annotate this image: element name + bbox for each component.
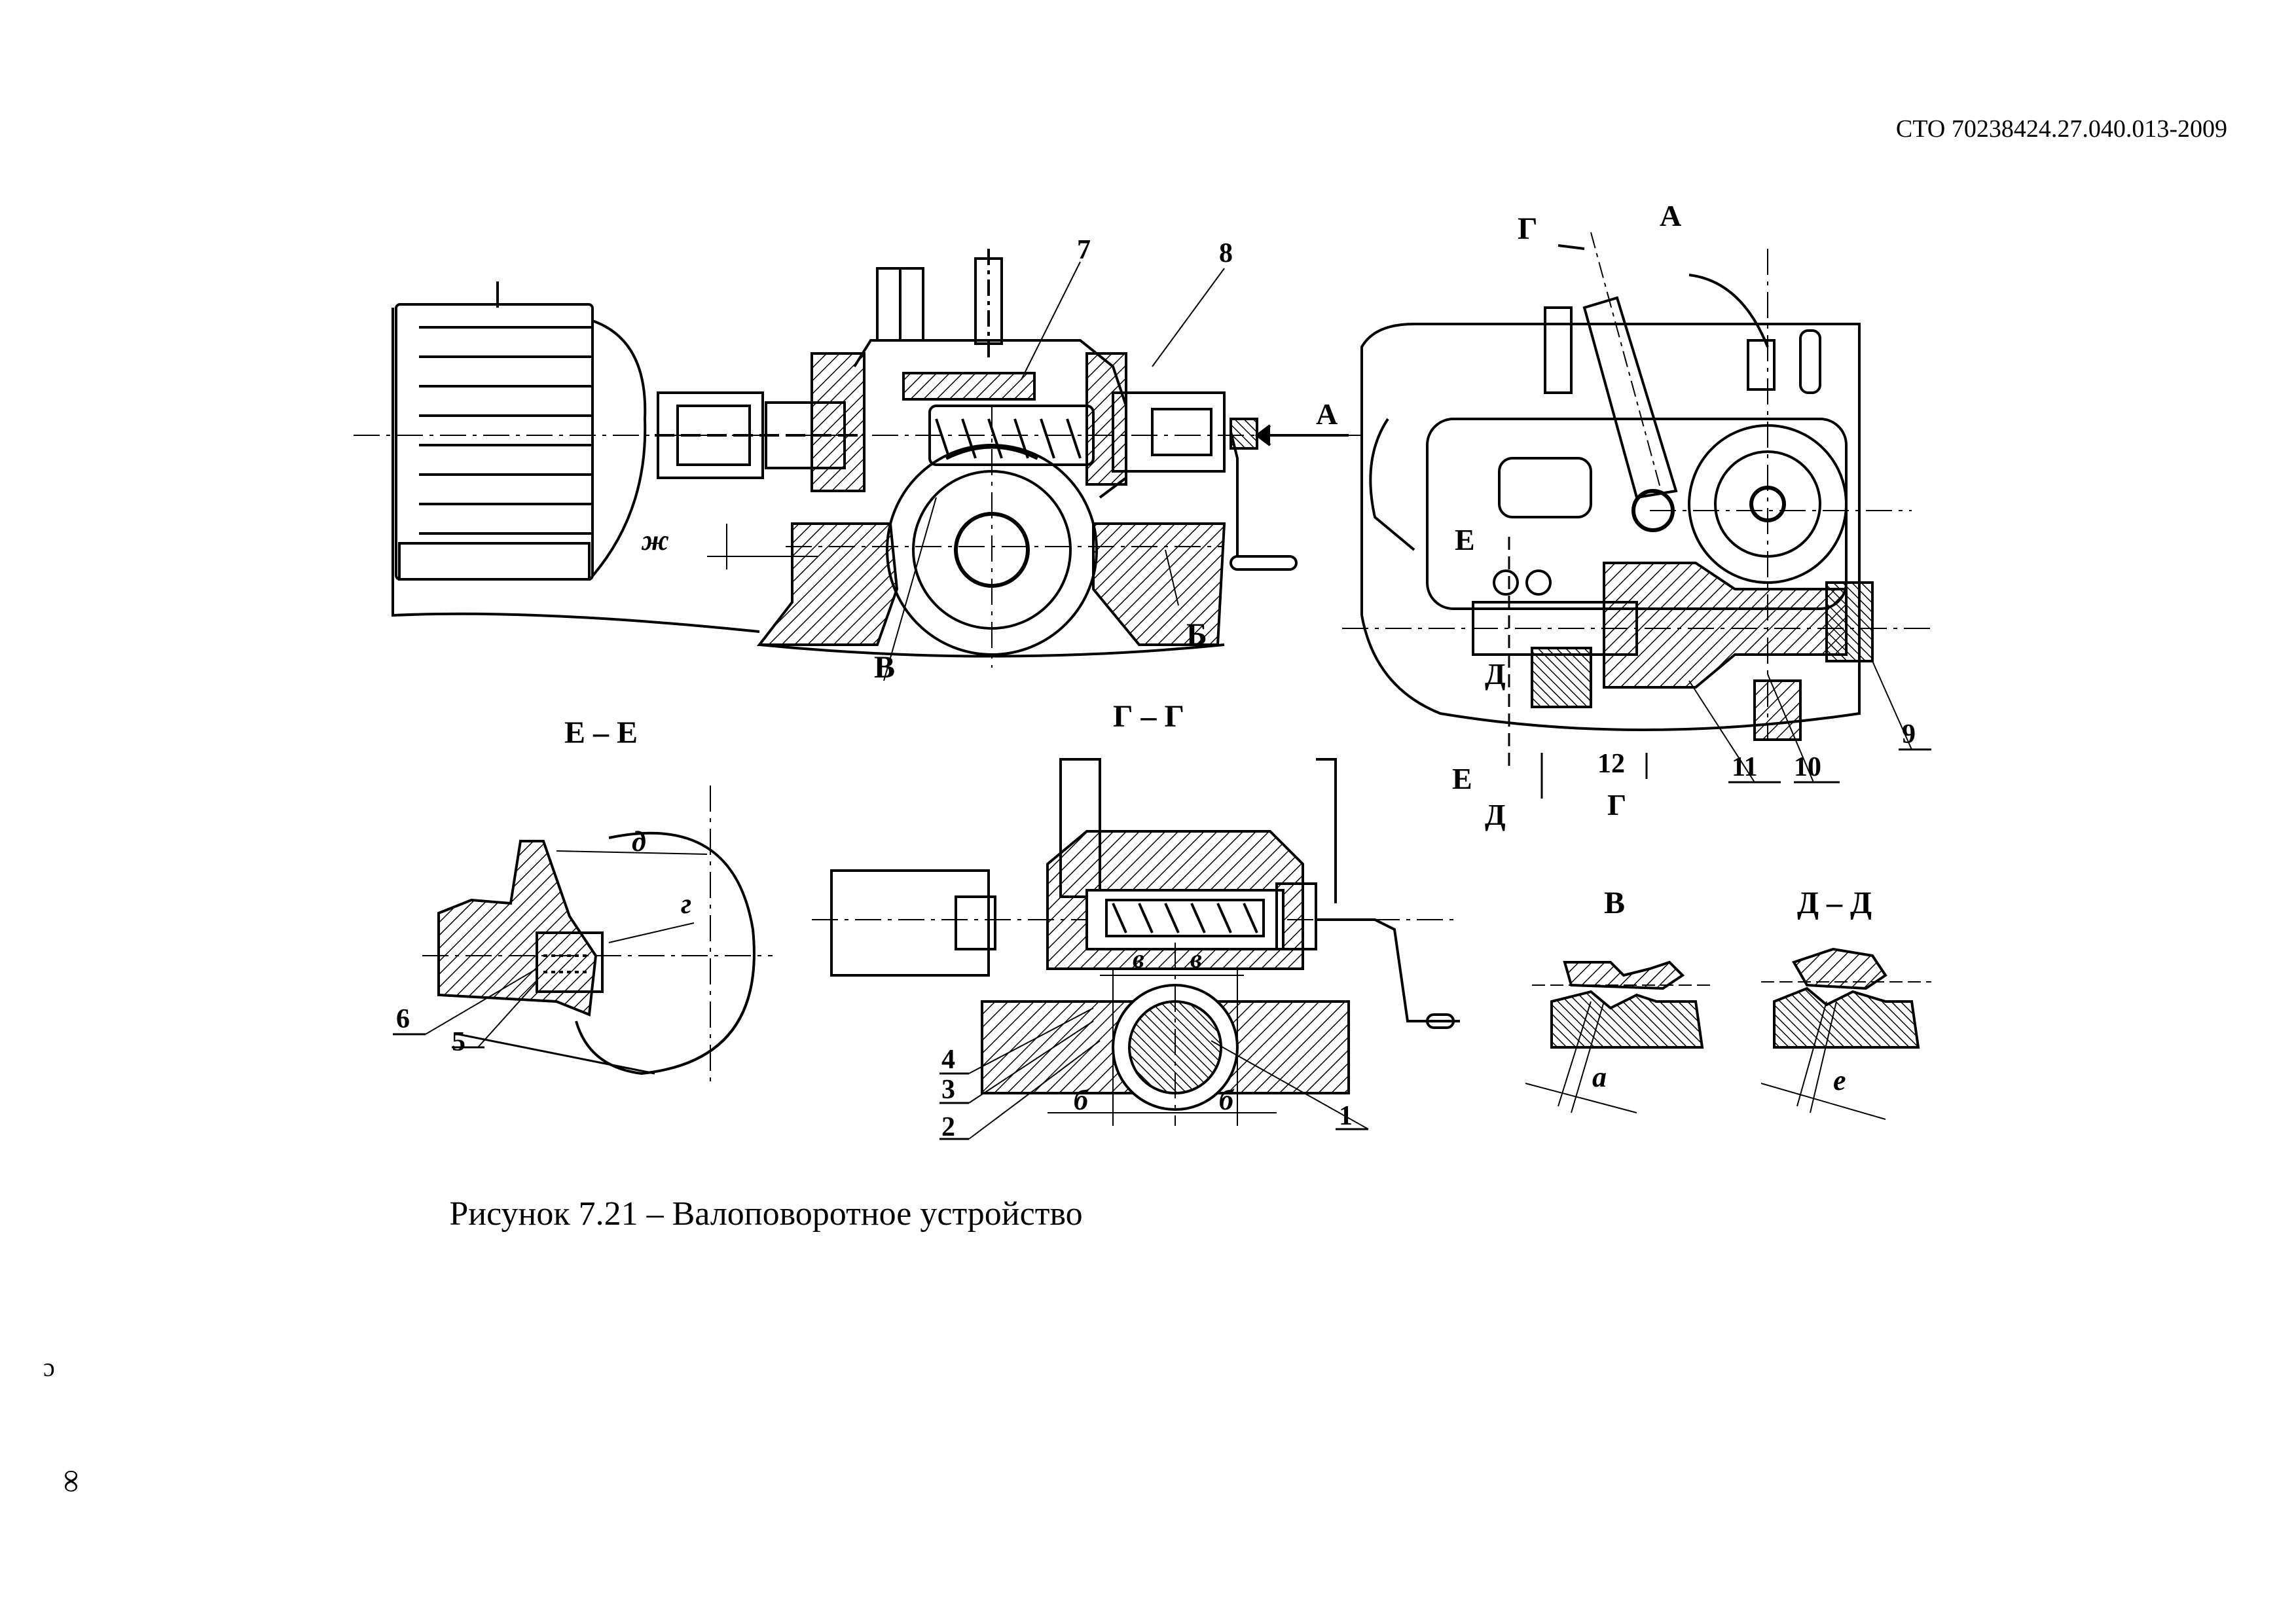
section-title-e-e: Е – Е — [564, 715, 638, 750]
label-g-dim: г — [681, 888, 691, 920]
label-a-main: А — [1316, 397, 1338, 431]
motor — [392, 281, 760, 633]
label-v-dim-left: в — [1133, 944, 1144, 973]
label-11: 11 — [1732, 752, 1758, 782]
section-title-v: В — [1604, 886, 1625, 920]
section-title-d-d: Д – Д — [1797, 886, 1872, 920]
label-b-dim-right: б — [1219, 1084, 1235, 1116]
main-view — [354, 249, 1362, 681]
label-zh: ж — [641, 524, 669, 556]
label-a-dim: а — [1592, 1061, 1607, 1093]
label-9: 9 — [1902, 719, 1916, 749]
label-10: 10 — [1794, 752, 1821, 782]
margin-mark: ɔ — [43, 1352, 55, 1382]
label-b-dim-left: б — [1074, 1084, 1089, 1116]
view-a — [1342, 232, 1931, 799]
label-8: 8 — [1219, 238, 1233, 268]
figure-caption: Рисунок 7.21 – Валоповоротное устройство — [449, 1195, 1083, 1233]
section-title-g-g: Г – Г — [1113, 699, 1184, 734]
page-number: ∞ — [54, 1470, 91, 1493]
section-e-e — [393, 785, 773, 1087]
label-3: 3 — [941, 1075, 955, 1105]
label-v-dim-right: в — [1190, 944, 1202, 973]
label-a-right: А — [1660, 199, 1681, 232]
label-5: 5 — [452, 1027, 465, 1057]
label-e-dim: е — [1833, 1064, 1846, 1096]
label-d-dim: д — [632, 825, 646, 857]
label-2: 2 — [941, 1112, 955, 1142]
document-code: СТО 70238424.27.040.013-2009 — [1895, 115, 2227, 143]
label-g-bottom: Г — [1607, 788, 1626, 821]
label-e-left: Е — [1455, 523, 1475, 556]
section-g-g — [812, 758, 1460, 1140]
label-6: 6 — [396, 1004, 410, 1034]
label-1: 1 — [1339, 1101, 1353, 1131]
label-e-bottom: Е — [1452, 762, 1472, 795]
label-b: Б — [1186, 617, 1207, 652]
label-12: 12 — [1597, 749, 1625, 779]
section-d-d — [1760, 947, 1931, 1120]
detail-v — [1525, 960, 1715, 1113]
label-d-left: Д — [1485, 657, 1506, 691]
label-d-bottom: Д — [1485, 798, 1506, 831]
label-7: 7 — [1077, 235, 1091, 265]
label-v: В — [874, 650, 895, 685]
label-4: 4 — [941, 1045, 955, 1075]
label-g-top: Г — [1518, 211, 1538, 246]
